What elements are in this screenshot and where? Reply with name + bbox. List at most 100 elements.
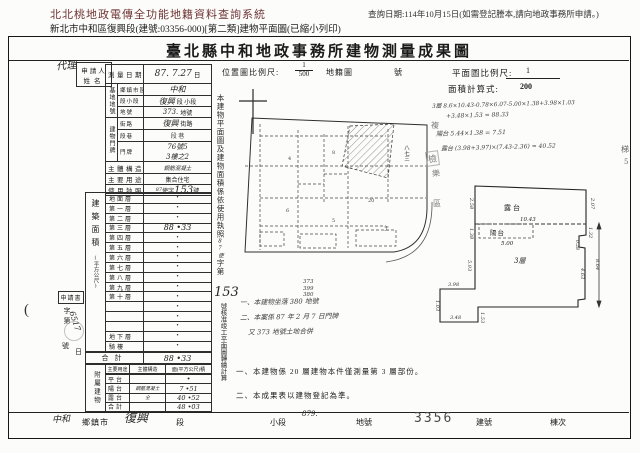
svg-text:8.64: 8.64 — [594, 259, 600, 270]
floor-row: 第五層 • — [106, 242, 211, 252]
query-date: 查詢日期:114年10月15日(如需登記謄本,請向地政事務所申請。) — [368, 9, 599, 19]
applicant-label-1: 申請人 — [81, 68, 107, 75]
edge-stamp-1: 梯 — [621, 144, 629, 154]
annex-header-structure: 主體構造 — [130, 365, 166, 374]
floor-label — [106, 321, 144, 331]
annex-header-area: 面(平方公尺)積 — [171, 367, 206, 373]
annex-table: 附屬建物 主要用途 主體構造 面(平方公尺)積 平台 • 陽台 — [85, 364, 212, 412]
license-label: 使用執照 — [106, 185, 144, 195]
street-label: 街路 — [118, 118, 144, 129]
floor-area-table: 建築面積 (平方公尺) 地面層 • 第一層 • 第二層 • — [85, 192, 212, 352]
svg-text:3.48: 3.48 — [450, 315, 461, 321]
floor-row: 第六層 • — [106, 252, 211, 262]
page-title: 臺北縣中和地政事務所建物測量成果圖 — [165, 44, 472, 60]
bottom-parcel-hand: 879. — [302, 410, 318, 418]
floor-value: • — [176, 293, 179, 300]
license-row: 使用執照 87 使字 153 號 — [106, 184, 211, 196]
annex-rows: 平台 • 陽台 鋼筋混凝土 7 •51 露台 仝 40 •52 — [106, 374, 211, 411]
site-parcel-group: 基地地號 鄉鎮市區 中和 段小段 復興 段 小段 地號 373. 地號 — [106, 83, 211, 117]
area-group-text: 建築面積 — [91, 199, 100, 251]
annex-use: 平台 — [106, 375, 130, 384]
street-row: 街路 復興 街路 — [118, 118, 211, 129]
license-suffix: 號 — [193, 188, 200, 195]
printed-note-2: 二、本成果表以建物登記為準。 — [236, 391, 355, 400]
floor-row: • — [106, 311, 211, 321]
floor-value: 88 •33 — [163, 223, 192, 233]
annex-use: 合計 — [106, 402, 130, 411]
annex-header-use: 主要用途 — [106, 365, 130, 374]
bottom-township-label: 鄉鎮市 — [82, 418, 109, 427]
parcel-value: 373. — [162, 108, 179, 116]
section-row: 段小段 復興 段 小段 — [118, 95, 211, 106]
floor-row: 騎樓 • — [106, 340, 211, 351]
floor-value: • — [176, 254, 179, 261]
floor-row: • — [106, 301, 211, 312]
plan-labels: 露台 陽台 5.00 10.43 3層 — [490, 203, 536, 265]
floor-label: 地下層 — [106, 331, 144, 341]
stacked-parcel-numbers: 373 399 380 — [303, 279, 314, 298]
floor-label: 第二層 — [106, 213, 144, 223]
floor-value: • — [176, 244, 179, 251]
hand-note-2: 二、本案係 87 年 2 月 7 日門牌 — [239, 312, 339, 322]
application-no-suffix: 號 — [62, 342, 69, 350]
bottom-township-hand: 中和 — [51, 414, 71, 426]
svg-text:6: 6 — [286, 208, 289, 214]
license-number: 153 — [174, 184, 194, 196]
hand-note-3: 又 373 地號土地合併 — [247, 327, 313, 337]
location-scale-fraction: 1 500 — [292, 62, 316, 78]
total-value: 88 •33 — [163, 353, 192, 363]
svg-text:2.07: 2.07 — [589, 197, 595, 210]
svg-text:1.03: 1.03 — [434, 300, 440, 311]
document-subtitle: 新北市中和區復興段(建號:03356-000)[第二類]建物平面圖(已縮小列印) — [50, 25, 341, 35]
lane-name-vertical: 八七三 — [403, 145, 409, 162]
location-scale-label: 位置圖比例尺: — [222, 68, 280, 77]
plan-scale-num: 1 — [526, 66, 530, 75]
application-chars: 字第 — [63, 307, 71, 327]
floor-label: 第十層 — [106, 292, 144, 301]
survey-date-suffix: 日 — [193, 72, 201, 79]
annex-use: 露台 — [106, 393, 130, 402]
vnote-license-number: 153 — [214, 285, 239, 300]
floor-label: 第三層 — [106, 223, 144, 232]
area-calc-label: 面積計算式: — [448, 84, 499, 94]
annex-structure — [130, 402, 166, 411]
floor-value: • — [176, 284, 179, 291]
bottom-divider — [9, 412, 629, 413]
svg-text:0.28: 0.28 — [574, 240, 580, 250]
vnote-hand-1: 87使 — [217, 238, 223, 260]
floor-row: 第三層 88 •33 — [106, 222, 211, 233]
agent-handwriting: 代理 — [55, 60, 77, 73]
annex-structure — [130, 375, 166, 384]
svg-text:3.98: 3.98 — [448, 282, 459, 288]
svg-text:1.32: 1.32 — [587, 227, 593, 238]
cadastral-map-label: 地籍圖 — [326, 68, 353, 77]
floor-row: 第九層 • — [106, 281, 211, 292]
usage-label: 主要用途 — [106, 174, 144, 184]
street-value: 復興 — [162, 119, 179, 128]
vnote-text-2: 字第 — [216, 259, 225, 276]
svg-text:1.38: 1.38 — [468, 228, 474, 239]
annex-use: 陽台 — [106, 384, 130, 393]
lane-label: 段巷 — [118, 130, 144, 141]
area-unit-text: (平方公尺) — [92, 255, 99, 289]
floor-value: • — [176, 195, 179, 202]
applicant-label-2: 姓名 — [83, 78, 105, 85]
floor-value: • — [176, 205, 179, 212]
structure-row: 主體構造 鋼筋混凝土 — [106, 161, 211, 173]
printed-note-1: 一、本建物係 20 層建物本件僅測量第 3 層部份。 — [236, 367, 424, 376]
annex-area: 40 •52 — [177, 393, 200, 402]
building-info-table: 測量日期 87. 7.27 日 基地地號 鄉鎮市區 中和 段小段 復興 段 小段 — [105, 64, 212, 196]
svg-text:4.63: 4.63 — [579, 267, 585, 279]
svg-text:王: 王 — [384, 226, 389, 232]
township-label: 鄉鎮市區 — [118, 84, 144, 95]
floor-label: 地面層 — [106, 194, 144, 203]
round-stamp — [64, 321, 84, 341]
annex-structure: 鋼筋混凝土 — [130, 384, 166, 393]
annex-header-row: 主要用途 主體構造 面(平方公尺)積 — [106, 365, 211, 375]
total-row: 合計 88 •33 — [85, 352, 212, 364]
section-print: 段 小段 — [176, 99, 197, 106]
floor-label: 騎樓 — [106, 341, 144, 351]
floor-row: 第七層 • — [106, 261, 211, 272]
annex-group-text: 附屬建物 — [92, 371, 100, 405]
